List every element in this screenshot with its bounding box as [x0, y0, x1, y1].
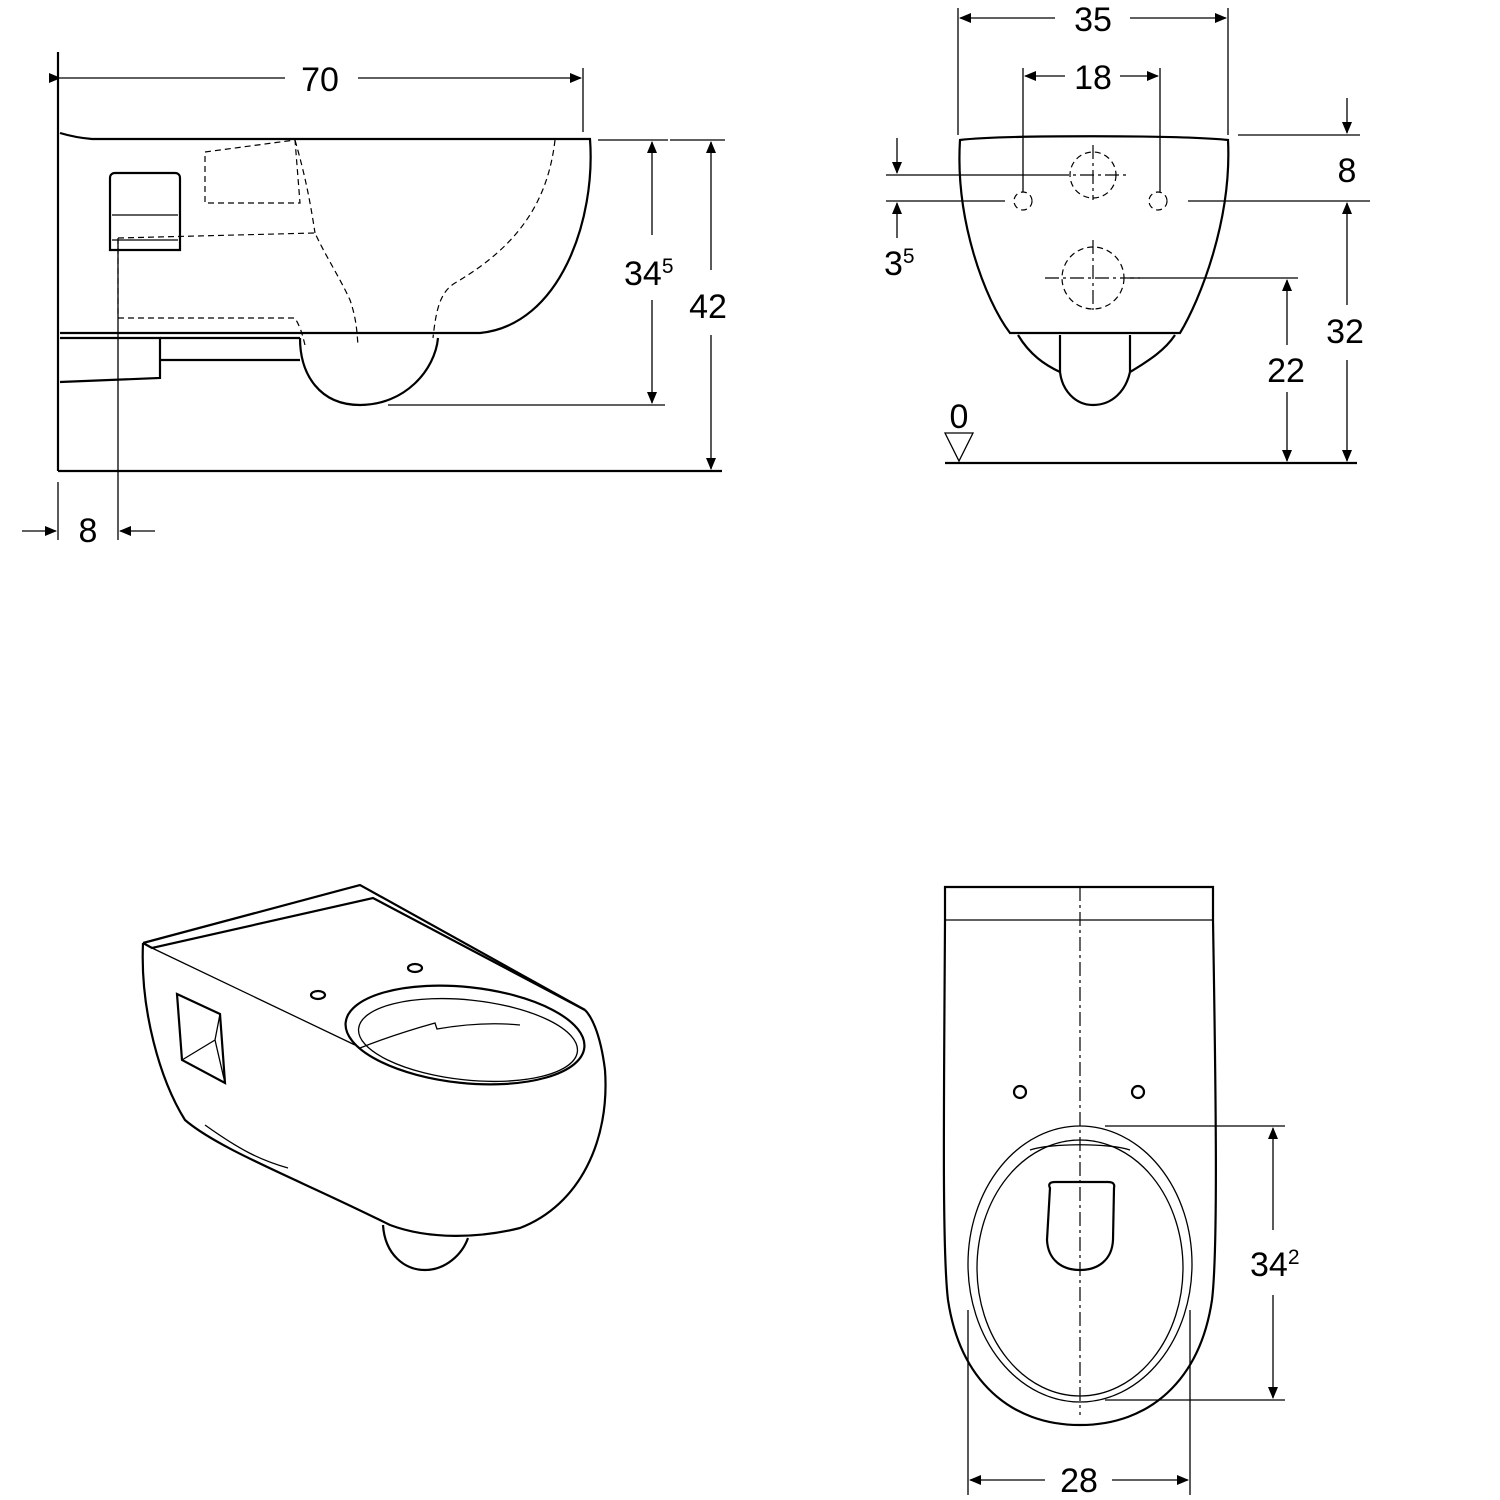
dim-outlet-height: 22	[1267, 352, 1305, 390]
seat-rim-outer	[967, 1125, 1193, 1403]
dim-bolt-spacing: 18	[1074, 59, 1112, 97]
outlet-outline	[298, 337, 440, 407]
side-view: 70 345 42 8	[22, 52, 727, 550]
datum-symbol	[943, 432, 975, 463]
top-view: 342 28	[942, 885, 1300, 1500]
back-view: 35 18 8 35 32 22 0	[884, 1, 1370, 465]
dim-width: 35	[1074, 1, 1112, 39]
bolt-hole-left	[1013, 191, 1033, 211]
bowl-outlet	[1045, 1180, 1116, 1272]
dim-seat-length: 342	[1250, 1246, 1300, 1284]
seat-rim-inner	[976, 1139, 1184, 1397]
dim-bolt-height: 32	[1326, 313, 1364, 351]
dim-total-height: 42	[689, 288, 727, 326]
iso-bowl-rim	[344, 984, 586, 1086]
bolt-hole-right	[1148, 191, 1168, 211]
top-bolt-hole-left	[1012, 1084, 1028, 1100]
iso-body-outline	[141, 942, 607, 1237]
top-outline	[942, 885, 1217, 1427]
dim-seat-width: 28	[1060, 1462, 1098, 1500]
top-bolt-hole-right	[1130, 1084, 1146, 1100]
outlet-outline	[1017, 334, 1176, 407]
dim-top-to-bolt: 8	[1338, 152, 1357, 190]
bowl-outline	[59, 131, 592, 335]
hidden-cistern	[204, 139, 301, 204]
side-opening	[108, 171, 182, 252]
iso-outlet	[381, 1224, 470, 1272]
dim-length: 70	[301, 61, 339, 99]
back-outline	[958, 135, 1230, 335]
datum-label: 0	[950, 398, 969, 436]
dim-wall-offset: 8	[79, 512, 98, 550]
iso-top-edge	[142, 883, 586, 1011]
iso-bolt-hole-right	[406, 962, 424, 974]
dim-bowl-height: 345	[624, 255, 674, 293]
iso-bolt-hole-left	[309, 989, 327, 1001]
bracket-outline	[59, 336, 162, 384]
isometric-view	[141, 883, 607, 1272]
iso-side-opening	[175, 992, 227, 1085]
dim-inlet-offset: 35	[884, 245, 915, 283]
